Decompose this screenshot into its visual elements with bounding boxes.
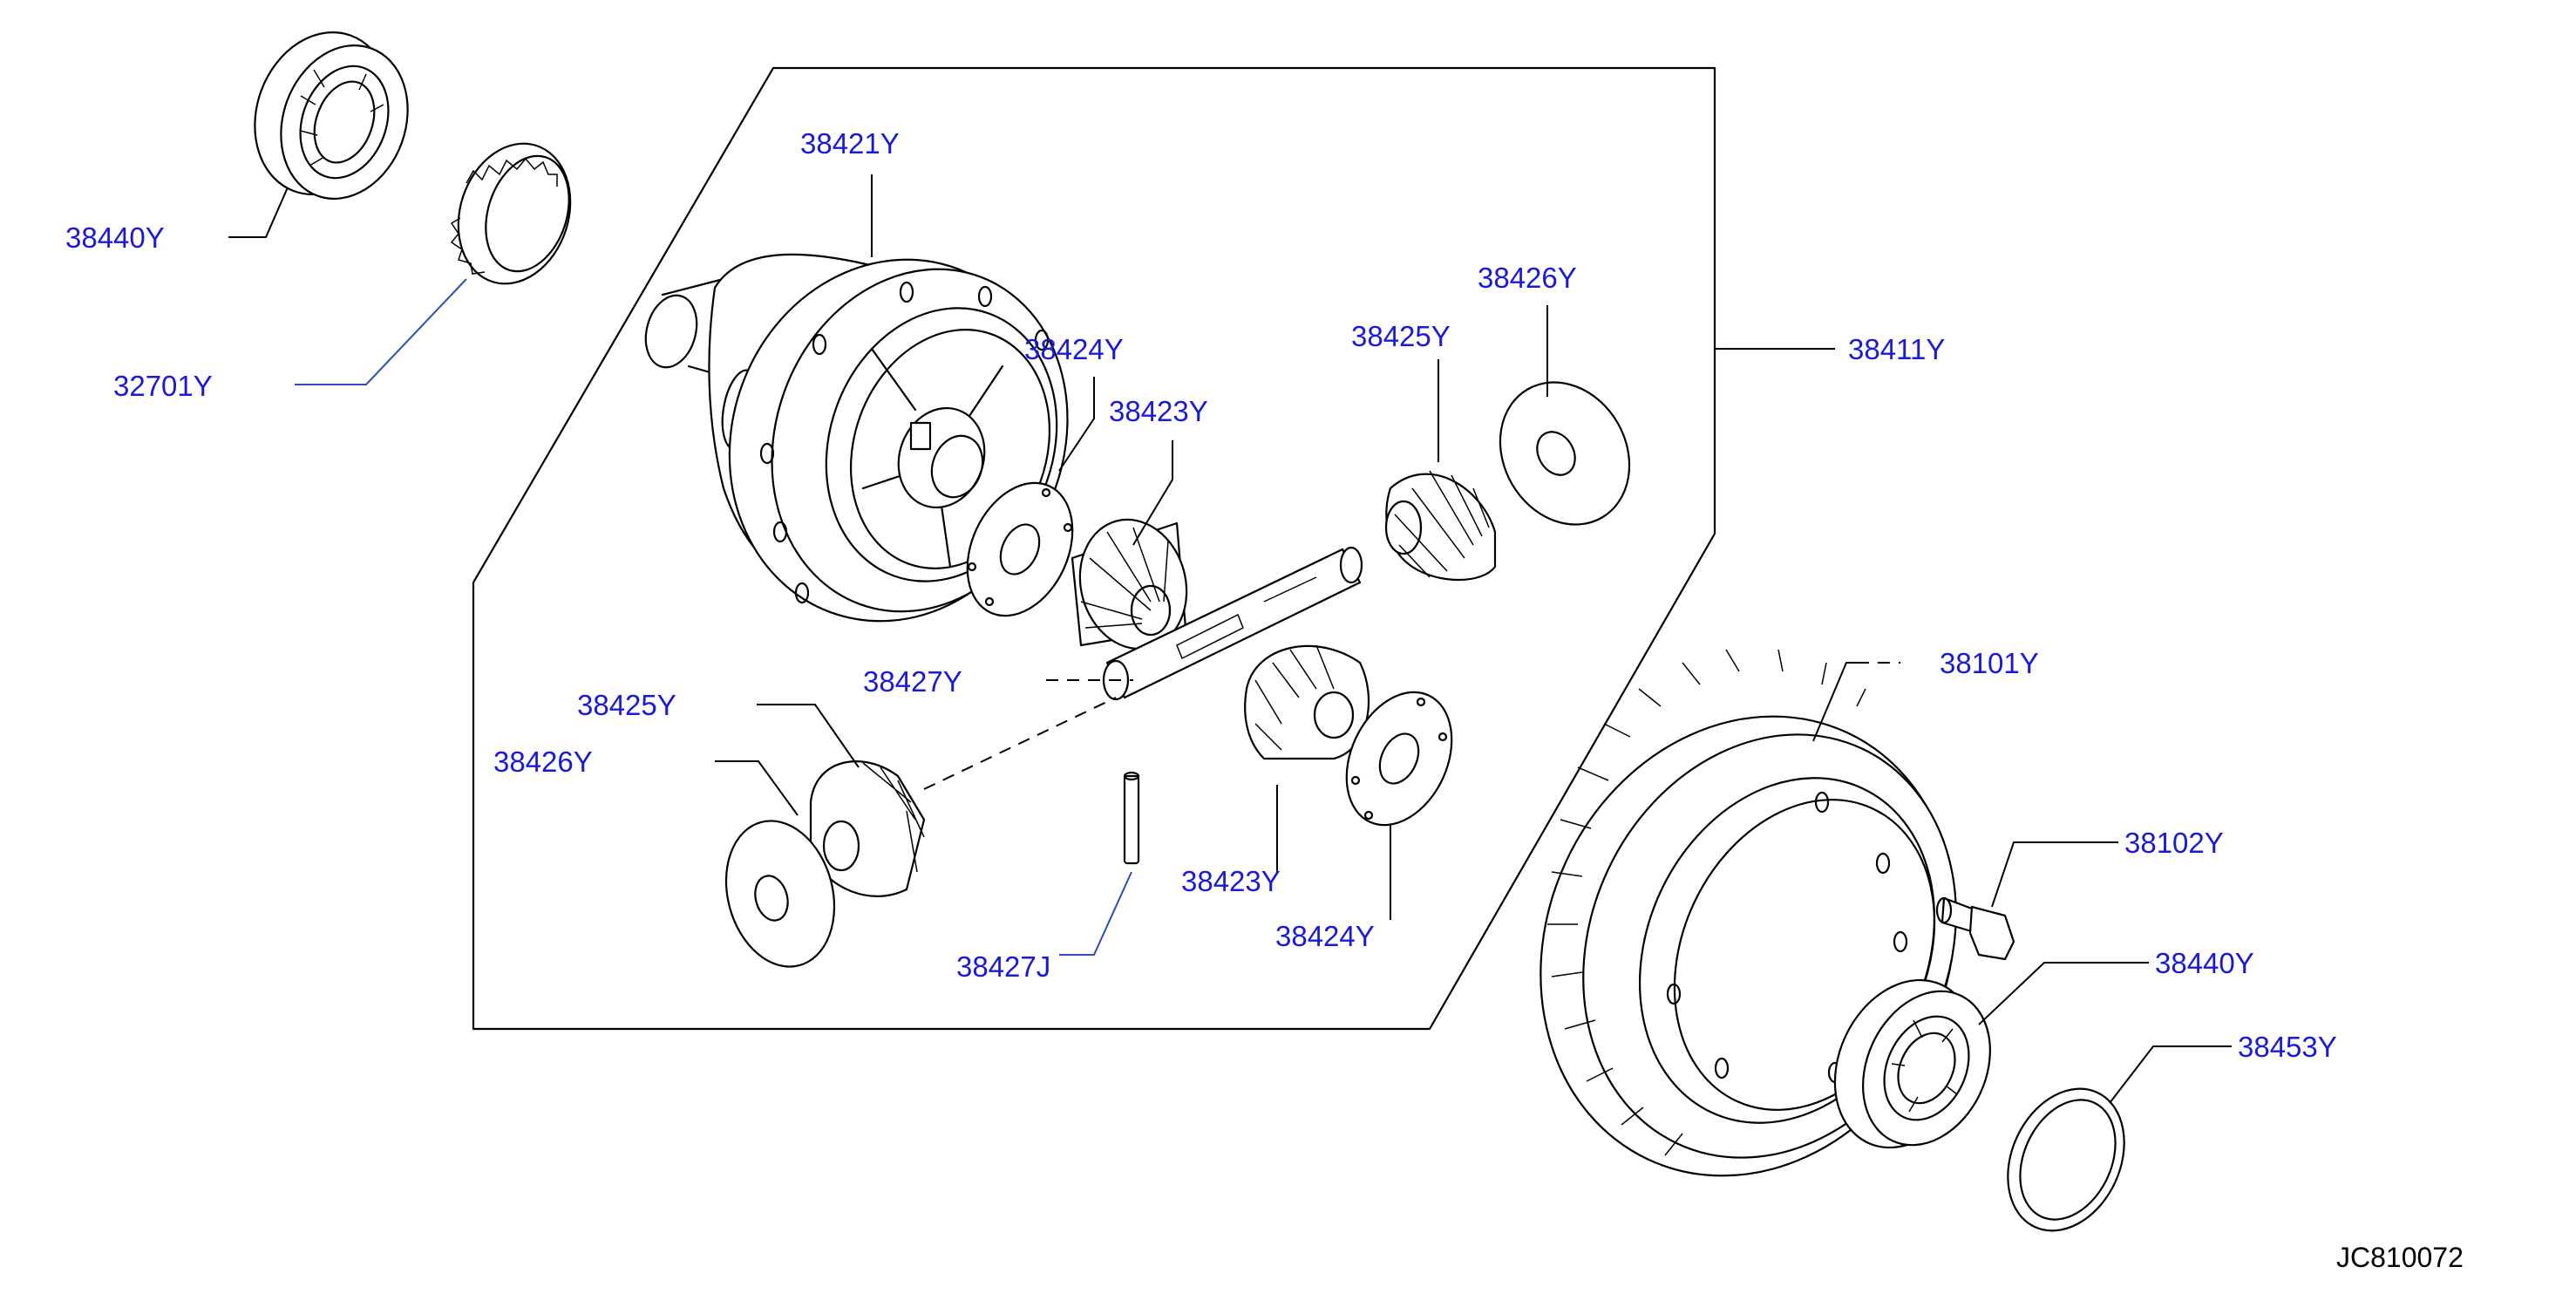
- label-pinion-gear-upper: 38423Y: [1109, 395, 1208, 427]
- label-thrust-washer-lower: 38424Y: [1275, 920, 1375, 952]
- side-gear-lower[interactable]: [809, 760, 926, 897]
- label-pinion-shaft: 38427Y: [863, 665, 962, 698]
- pinion-gear-upper[interactable]: [1066, 507, 1201, 661]
- oil-seal[interactable]: [1986, 1070, 2146, 1250]
- ring-gear-bolt[interactable]: [1935, 896, 2015, 961]
- bearing-right[interactable]: [1809, 957, 2015, 1171]
- bearing-left[interactable]: [233, 13, 429, 216]
- label-side-gear-upper: 38425Y: [1351, 320, 1451, 352]
- label-case-assembly: 38411Y: [1848, 333, 1945, 365]
- label-ring-gear-bolt: 38102Y: [2124, 827, 2224, 859]
- label-side-washer-lower: 38426Y: [493, 746, 593, 778]
- assembly-boundary: [472, 66, 1716, 1031]
- label-bearing-left: 38440Y: [65, 221, 165, 254]
- side-washer-lower[interactable]: [710, 808, 850, 978]
- label-oil-seal: 38453Y: [2238, 1031, 2337, 1063]
- label-pinion-gear-lower: 38423Y: [1181, 865, 1281, 897]
- label-shim-left: 32701Y: [113, 370, 213, 402]
- lock-pin[interactable]: [1123, 771, 1140, 865]
- side-gear-upper[interactable]: [1384, 470, 1497, 581]
- label-side-gear-lower: 38425Y: [577, 689, 676, 721]
- label-bearing-right: 38440Y: [2155, 947, 2254, 979]
- label-side-washer-upper: 38426Y: [1478, 262, 1577, 294]
- label-thrust-washer-upper: 38424Y: [1024, 333, 1124, 365]
- label-ring-gear: 38101Y: [1940, 647, 2039, 679]
- label-lock-pin: 38427J: [956, 950, 1050, 983]
- document-id: JC810072: [2336, 1242, 2464, 1273]
- pinion-gear-lower[interactable]: [1244, 644, 1370, 760]
- label-case: 38421Y: [800, 127, 900, 160]
- side-washer-upper[interactable]: [1475, 358, 1655, 548]
- thrust-washer-upper[interactable]: [947, 466, 1092, 632]
- thrust-washer-lower[interactable]: [1326, 675, 1472, 841]
- shim-left[interactable]: [441, 129, 588, 298]
- ring-gear[interactable]: [1466, 648, 2029, 1244]
